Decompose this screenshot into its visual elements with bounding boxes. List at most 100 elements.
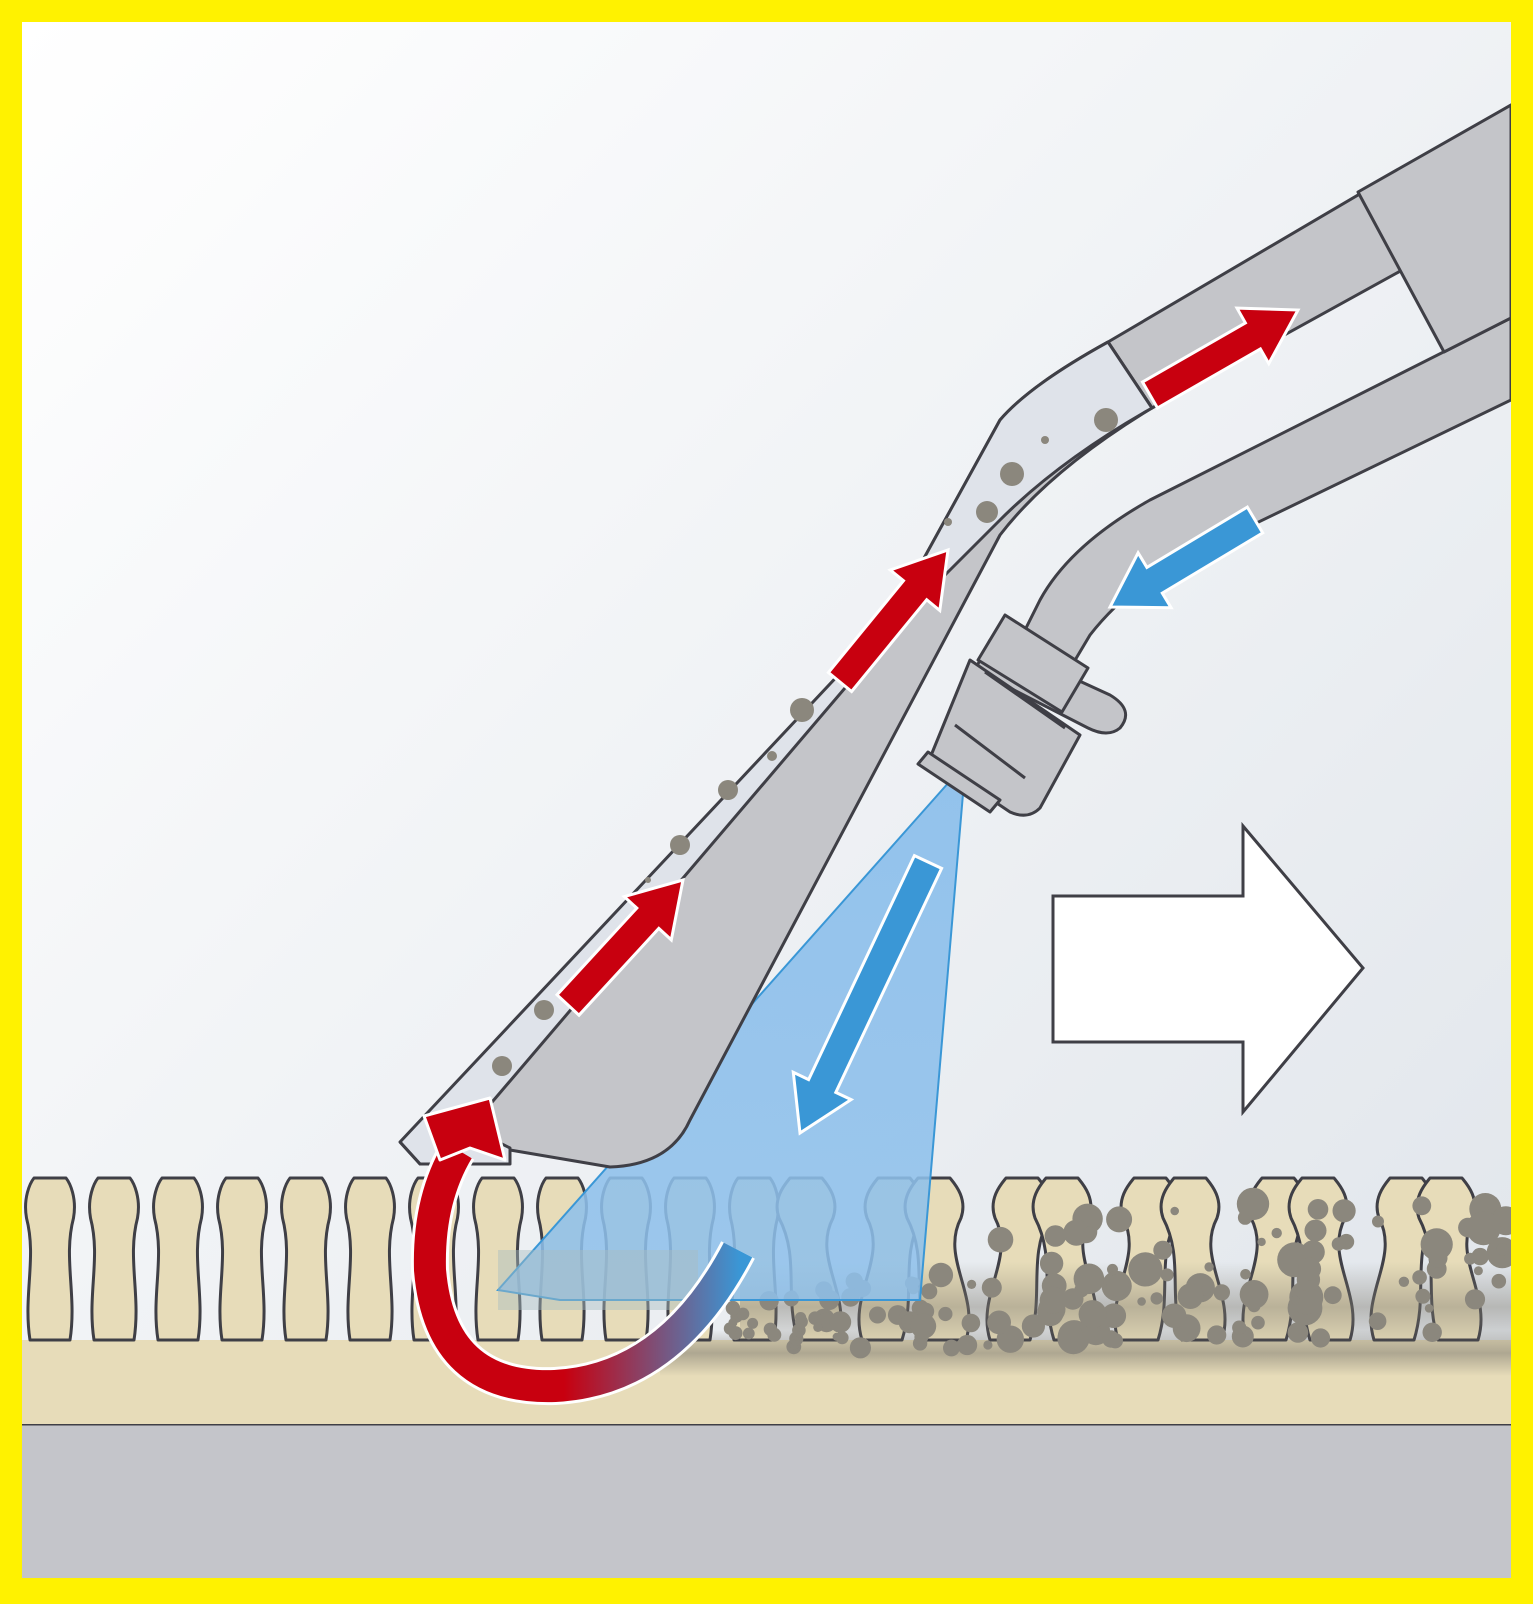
dirt-particle xyxy=(1398,1276,1410,1288)
dirt-particle xyxy=(869,1306,886,1324)
dirt-particle xyxy=(921,1283,938,1300)
dirt-particle xyxy=(1161,1303,1187,1328)
carpet-fiber xyxy=(24,1176,76,1342)
dirt-particle xyxy=(835,1331,849,1345)
dirt-particle xyxy=(983,1340,993,1350)
dirt-particle xyxy=(987,1310,1011,1335)
dirt-particle xyxy=(728,1318,738,1328)
dirt-particle xyxy=(1368,1312,1387,1330)
dirt-particles xyxy=(723,1187,1511,1359)
floor xyxy=(22,1424,1511,1578)
spray-arrow xyxy=(1107,505,1265,610)
carpet-fiber xyxy=(344,1176,396,1342)
carpet-fiber xyxy=(280,1176,332,1342)
dirt-particle xyxy=(1044,1225,1067,1247)
dirt-particle xyxy=(1464,1252,1477,1265)
dirt-particle xyxy=(1239,1280,1269,1309)
dirt-particle xyxy=(1153,1240,1173,1260)
dirt-particle xyxy=(1101,1303,1127,1328)
dirt-particle xyxy=(795,1312,807,1324)
dirt-particle xyxy=(943,1339,960,1357)
dirt-particle xyxy=(1491,1273,1507,1289)
dirt-particle xyxy=(1415,1288,1431,1304)
dirt-particle xyxy=(1128,1252,1163,1287)
extraction-arrow xyxy=(1140,306,1301,411)
dirt-particle xyxy=(1063,1219,1090,1246)
dirt-particle xyxy=(1062,1288,1084,1310)
dirt-particle xyxy=(1257,1237,1266,1247)
dirt-particle xyxy=(1021,1314,1045,1338)
dirt-particle xyxy=(1102,1330,1120,1348)
dirt-particle xyxy=(981,1277,1002,1298)
dirt-particle xyxy=(987,1226,1014,1253)
extraction-arrow xyxy=(826,547,950,694)
dirt-particle xyxy=(1236,1187,1270,1221)
dirt-particle xyxy=(1473,1266,1483,1276)
dirt-particle xyxy=(1420,1228,1453,1261)
dirt-particle xyxy=(1307,1199,1329,1220)
carpet-fiber xyxy=(216,1176,268,1342)
dirt-particle xyxy=(1304,1219,1327,1242)
circulation-arrow xyxy=(410,1096,755,1406)
spray-nozzle xyxy=(916,613,1090,817)
extraction-arrows xyxy=(554,306,1301,1018)
dirt-particle xyxy=(1200,1285,1212,1296)
suction-dirt-particles xyxy=(492,408,1118,1076)
dirt-particle xyxy=(1170,1206,1179,1216)
extraction-arrow xyxy=(554,877,685,1018)
dirt-particle xyxy=(961,1313,981,1333)
dirt-particle xyxy=(1287,1322,1309,1343)
dirt-particle xyxy=(1464,1289,1486,1310)
dirt-particle xyxy=(967,1279,977,1289)
dirt-particle xyxy=(1213,1284,1231,1301)
dirt-particle xyxy=(767,1327,782,1342)
movement-direction-arrow xyxy=(1051,821,1365,1117)
dirt-particle xyxy=(1310,1328,1331,1348)
spray-arrows xyxy=(791,505,1265,1136)
dirt-particle xyxy=(1039,1251,1064,1276)
dirt-particle xyxy=(1207,1325,1227,1345)
dirt-particle xyxy=(1496,1243,1509,1256)
dirt-particle xyxy=(1232,1320,1247,1335)
dirt-particle xyxy=(1177,1283,1204,1309)
dirt-particle xyxy=(1078,1300,1107,1329)
dirt-particle xyxy=(1298,1257,1322,1281)
dirt-particle xyxy=(1204,1262,1214,1272)
dirt-particle xyxy=(813,1322,823,1333)
dirt-particle xyxy=(1106,1274,1129,1297)
dirt-particle xyxy=(1424,1304,1434,1313)
dirt-particle xyxy=(1471,1247,1489,1266)
dirt-particle xyxy=(1150,1292,1163,1305)
carpet-fiber xyxy=(152,1176,204,1342)
dirt-particle xyxy=(1240,1269,1251,1280)
carpet-fiber xyxy=(88,1176,140,1342)
dirt-particle xyxy=(1323,1286,1342,1305)
dirt-particle xyxy=(747,1317,759,1329)
dirt-particle xyxy=(829,1311,852,1333)
dirt-particle xyxy=(1291,1295,1300,1305)
dirt-particle xyxy=(910,1313,937,1339)
dirt-particle xyxy=(1422,1322,1442,1343)
dirt-particle xyxy=(938,1306,953,1322)
tube-coupling xyxy=(1356,103,1511,354)
dirt-particle xyxy=(1412,1270,1427,1285)
dirt-particle xyxy=(1137,1297,1146,1306)
dirt-particle xyxy=(1073,1263,1105,1295)
dirt-particle xyxy=(1083,1226,1095,1238)
dirt-particle xyxy=(1372,1215,1384,1228)
dirt-particle xyxy=(1106,1206,1133,1233)
dirt-particle xyxy=(1251,1315,1265,1330)
dirt-particle xyxy=(1039,1286,1067,1314)
dirt-particle xyxy=(928,1262,954,1288)
spray-arrow xyxy=(791,853,944,1136)
dirt-particle xyxy=(1331,1237,1346,1251)
dirt-particle xyxy=(1160,1268,1174,1282)
dirt-particle xyxy=(1466,1211,1501,1246)
dirt-particle xyxy=(957,1334,978,1356)
dirt-particle xyxy=(1412,1196,1432,1216)
dirt-particle xyxy=(849,1337,872,1359)
dirt-particle xyxy=(1271,1227,1282,1239)
dirt-particle xyxy=(742,1327,755,1340)
dirt-particle xyxy=(1332,1199,1356,1223)
